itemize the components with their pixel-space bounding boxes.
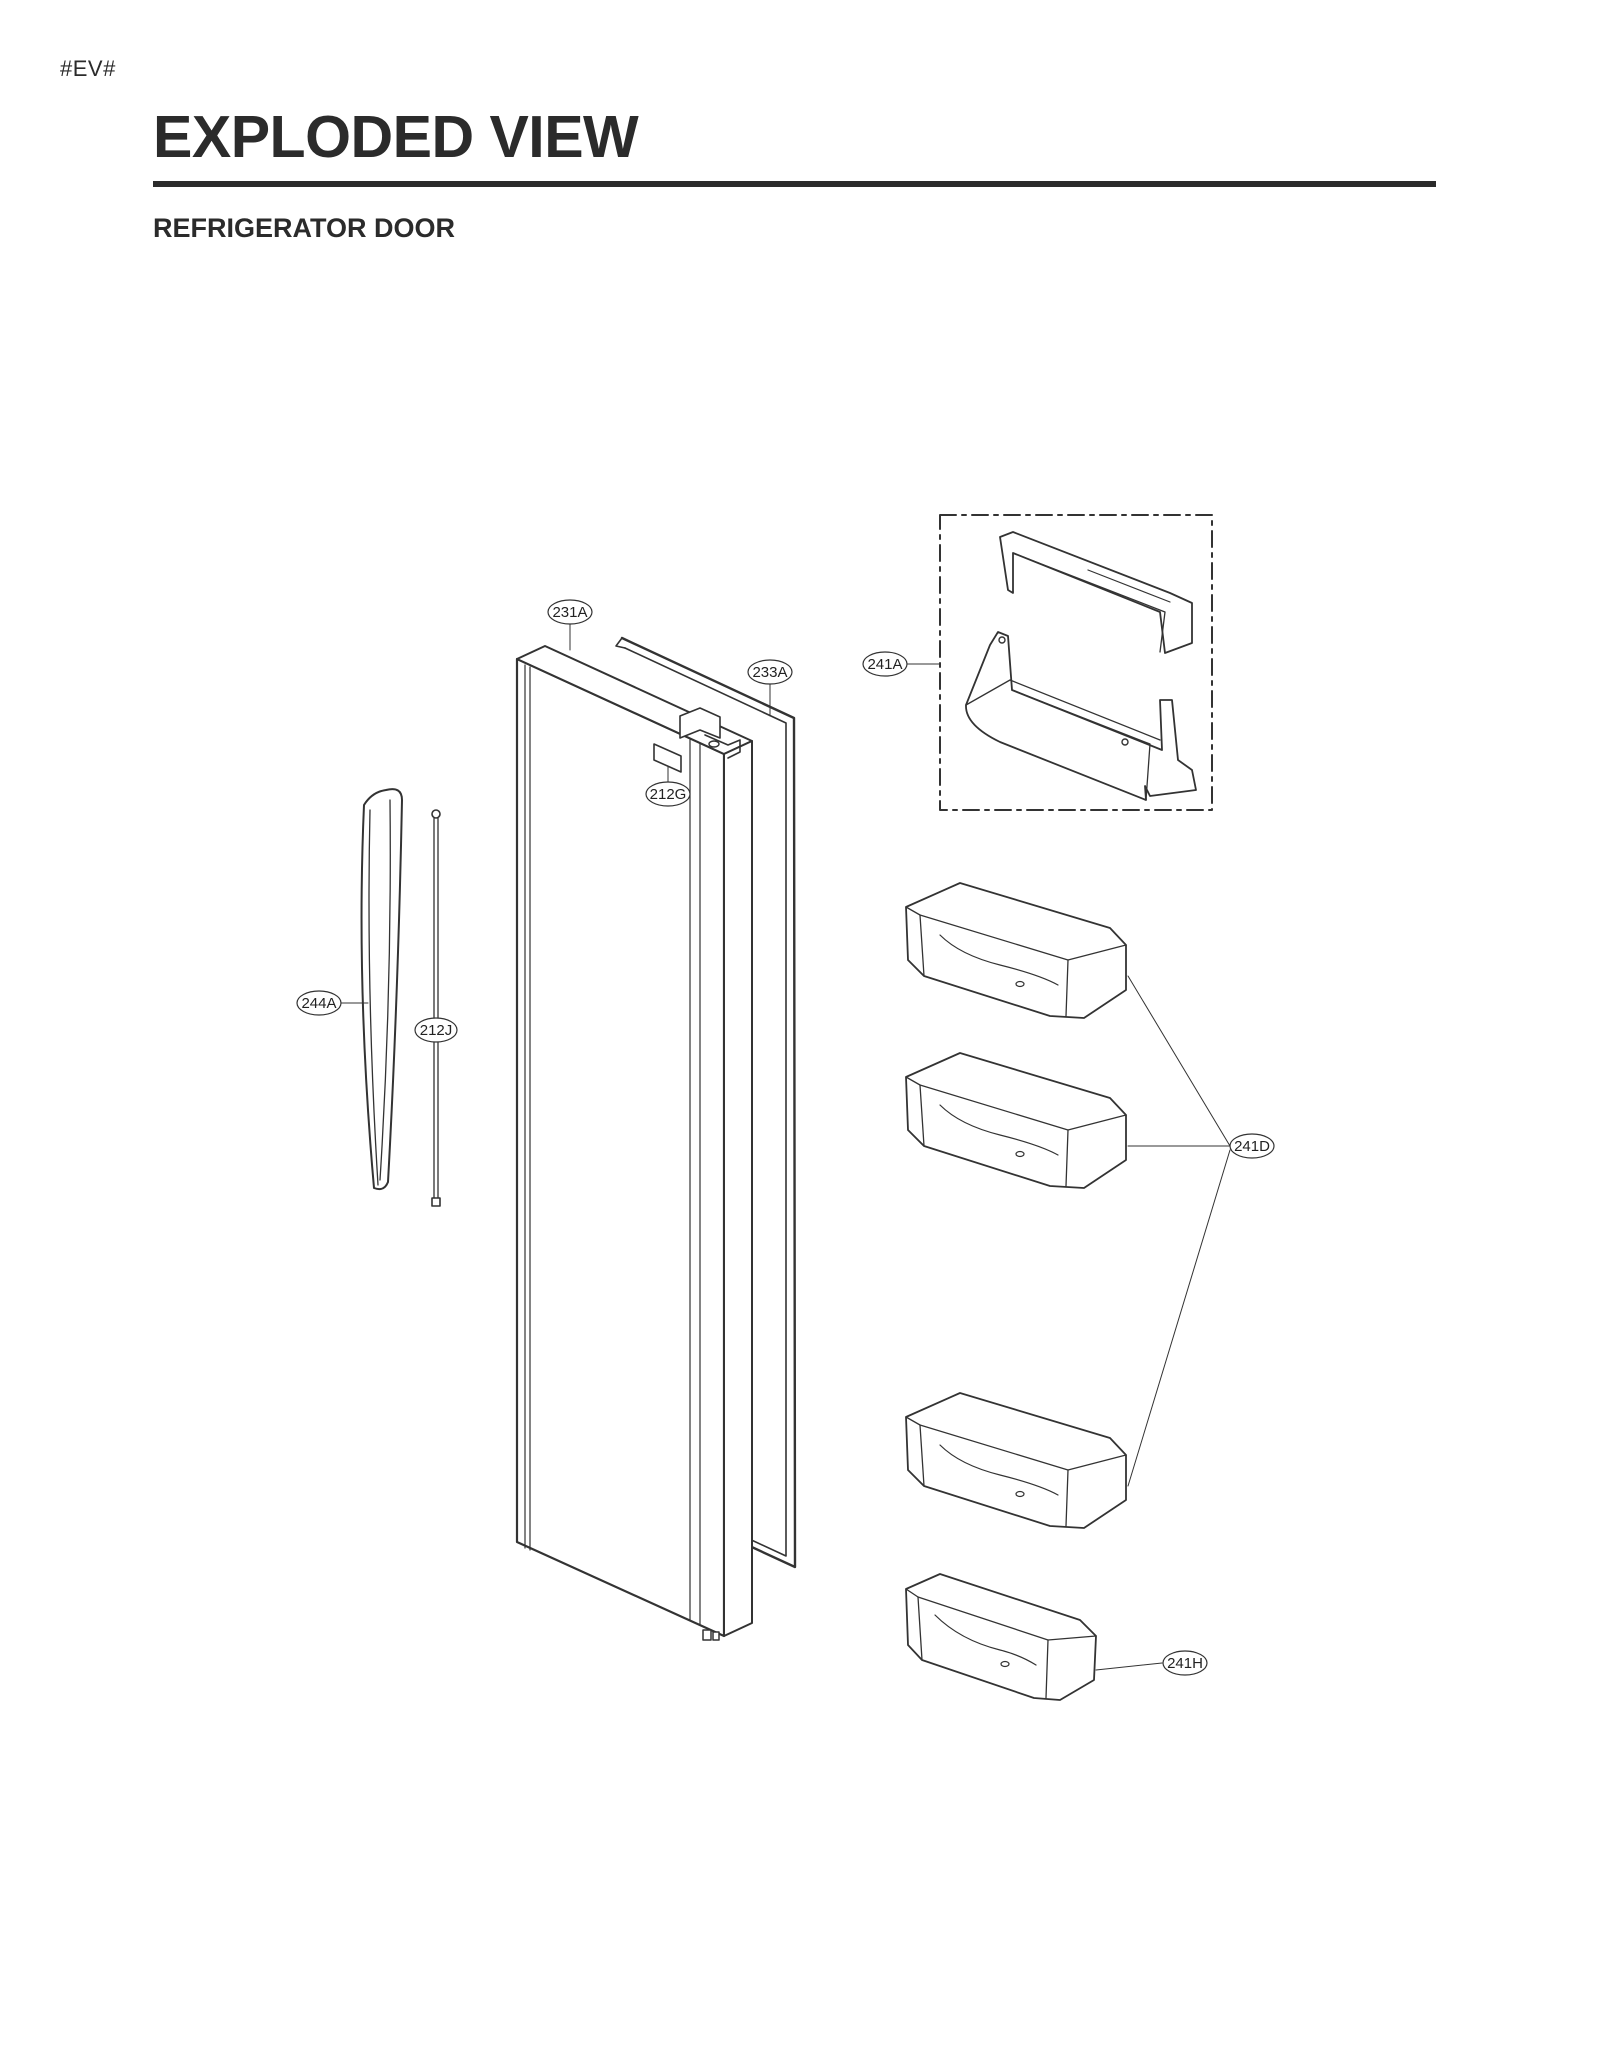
bin-basket bbox=[965, 631, 1197, 801]
callout-label: 212J bbox=[420, 1022, 453, 1039]
callout-label: 212G bbox=[650, 786, 687, 803]
title-rule bbox=[153, 181, 1436, 187]
door-bin bbox=[905, 1052, 1127, 1189]
door-bin bbox=[905, 1392, 1127, 1529]
callout-233A: 233A bbox=[747, 659, 793, 685]
screw-rod bbox=[431, 809, 441, 1207]
callout-label: 233A bbox=[752, 664, 787, 681]
page-title: EXPLODED VIEW bbox=[153, 104, 639, 170]
door-bin bbox=[905, 882, 1127, 1019]
callout-212J: 212J bbox=[414, 1017, 458, 1043]
callout-label: 231A bbox=[552, 604, 587, 621]
door-gasket bbox=[615, 636, 797, 1569]
callout-label: 241H bbox=[1167, 1655, 1203, 1672]
callout-212G: 212G bbox=[645, 781, 691, 807]
callout-241H: 241H bbox=[1162, 1650, 1208, 1676]
callout-241A: 241A bbox=[862, 651, 908, 677]
callout-241D: 241D bbox=[1229, 1133, 1275, 1159]
door-handle bbox=[360, 788, 403, 1191]
callout-label: 241A bbox=[867, 656, 902, 673]
callout-244A: 244A bbox=[296, 990, 342, 1016]
small-door-bin bbox=[905, 1573, 1097, 1701]
bin-assembly-box bbox=[939, 514, 1213, 811]
door-panel bbox=[515, 645, 753, 1641]
callout-label: 241D bbox=[1234, 1138, 1270, 1155]
leader-lines bbox=[340, 623, 1231, 1671]
bin-cover bbox=[999, 531, 1193, 654]
section-title: REFRIGERATOR DOOR bbox=[153, 213, 456, 243]
callout-231A: 231A bbox=[547, 599, 593, 625]
callout-label: 244A bbox=[301, 995, 336, 1012]
page-tag: #EV# bbox=[60, 56, 116, 81]
